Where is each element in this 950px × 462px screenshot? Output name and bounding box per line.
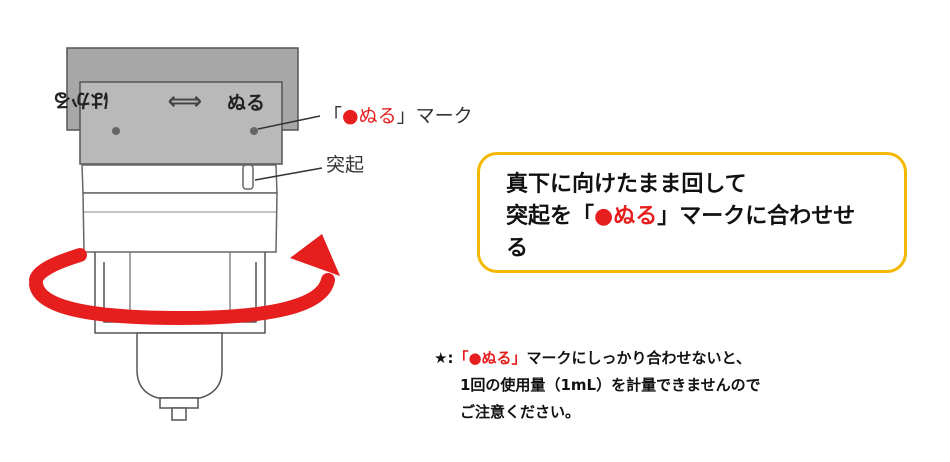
cap-face	[79, 81, 283, 165]
rotation-arrow-head-icon	[290, 234, 340, 276]
note-line-3: ご注意ください。	[460, 403, 581, 421]
inner-body	[129, 252, 231, 319]
instruction-line-1: 真下に向けたまま回して	[506, 172, 747, 197]
body-band-2	[82, 192, 278, 253]
callout-protrusion: 突起	[326, 154, 365, 176]
dot-left	[112, 127, 120, 135]
label-arrow: ⟺	[168, 87, 202, 115]
nozzle-cup	[136, 332, 223, 399]
callout-nuru-mark: 「●ぬる」マーク	[323, 105, 473, 127]
nozzle-neck	[159, 397, 199, 409]
note-line-1: ★:「●ぬる」マークにしっかり合わせないと、	[434, 349, 751, 367]
dot-nuru-mark	[250, 127, 258, 135]
instruction-line-2: 突起を「●ぬる」マークに合わせせ	[506, 204, 856, 229]
label-hakaru: はかる	[52, 89, 109, 111]
instruction-line-3: る	[506, 236, 529, 261]
leader-nuru-mark	[257, 115, 321, 130]
label-nuru: ぬる	[227, 92, 265, 114]
rotation-arrow-back	[29, 248, 87, 287]
protrusion	[242, 164, 254, 190]
note-line-2: 1回の使用量（1mL）を計量できませんので	[460, 376, 761, 394]
caution-note: ★:「●ぬる」マークにしっかり合わせないと、 1回の使用量（1mL）を計量できま…	[434, 345, 914, 426]
rotation-arrow-front	[29, 273, 335, 326]
nozzle-tip	[171, 407, 187, 421]
instruction-box: 真下に向けたまま回して 突起を「●ぬる」マークに合わせせ る	[477, 152, 907, 273]
leader-protrusion	[254, 167, 323, 181]
